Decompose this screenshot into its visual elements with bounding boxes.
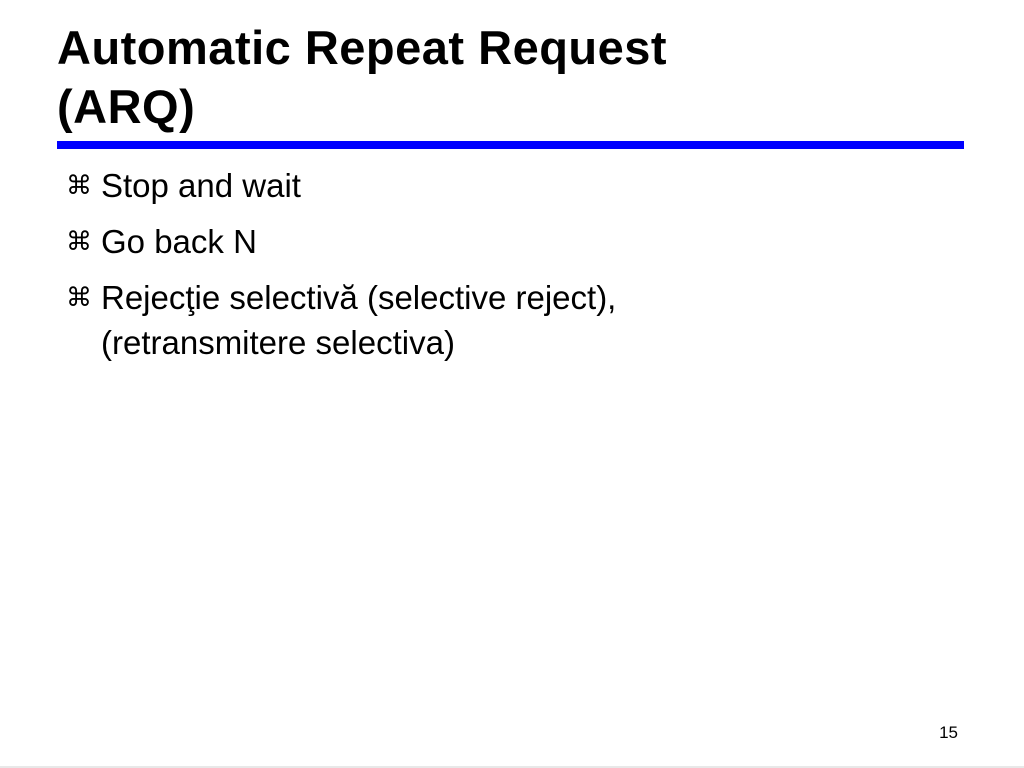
slide-title-line-1: Automatic Repeat Request — [57, 21, 668, 74]
command-key-icon: ⌘ — [66, 227, 92, 257]
slide-bottom-edge — [0, 766, 1024, 768]
bullet-item-selective-reject: ⌘ Rejecţie selectivă (selective reject),… — [66, 275, 946, 365]
page-number: 15 — [939, 723, 958, 742]
bullet-item-go-back-n: ⌘ Go back N — [66, 219, 946, 264]
bullet-text: Go back N — [101, 223, 257, 260]
bullet-text-line-1: Rejecţie selectivă (selective reject), — [101, 279, 617, 316]
bullet-text-line-2: (retransmitere selectiva) — [101, 324, 455, 361]
command-key-icon: ⌘ — [66, 171, 92, 201]
bullet-item-stop-and-wait: ⌘ Stop and wait — [66, 163, 946, 208]
title-underline-rule — [57, 141, 964, 149]
bullet-text: Stop and wait — [101, 167, 301, 204]
command-key-icon: ⌘ — [66, 283, 92, 313]
slide-title-line-2: (ARQ) — [57, 80, 196, 133]
bullet-list: ⌘ Stop and wait ⌘ Go back N ⌘ Rejecţie s… — [66, 163, 946, 376]
slide-title: Automatic Repeat Request (ARQ) — [57, 18, 957, 136]
